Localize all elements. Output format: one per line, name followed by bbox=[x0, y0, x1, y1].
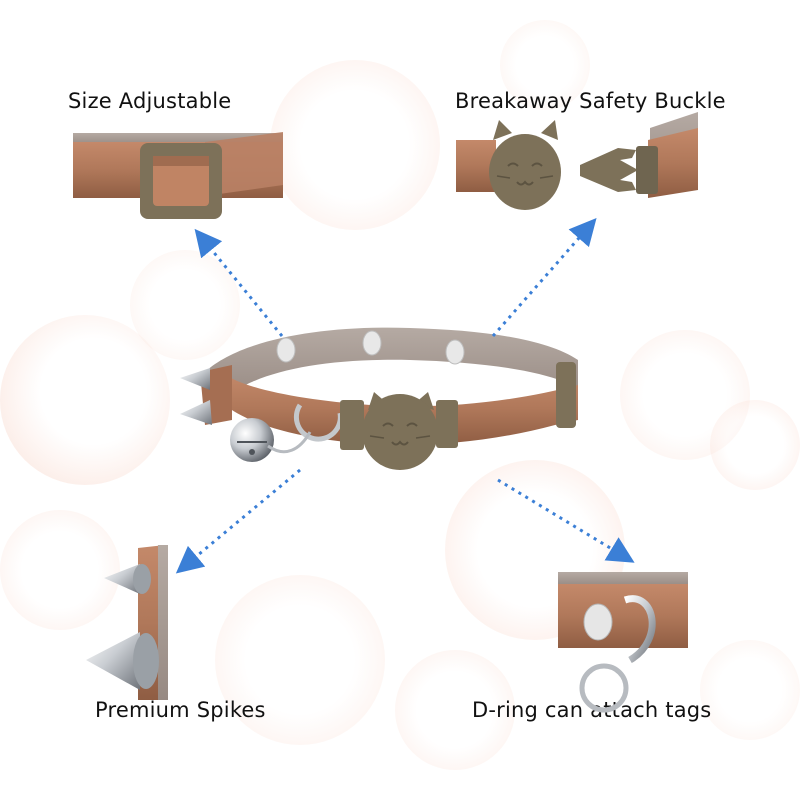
arrow-icon bbox=[194, 228, 284, 337]
rivet-icon bbox=[445, 339, 465, 365]
cat-face-buckle-icon bbox=[489, 120, 561, 210]
premium-spikes-detail bbox=[86, 545, 168, 700]
rivet-icon bbox=[276, 337, 296, 363]
d-ring-detail bbox=[558, 572, 688, 713]
breakaway-buckle-detail bbox=[456, 112, 698, 210]
arrow-icon bbox=[175, 468, 301, 574]
bell-icon bbox=[230, 418, 312, 462]
collar-main bbox=[180, 327, 578, 470]
callout-arrows bbox=[175, 217, 635, 574]
rivet-icon bbox=[362, 330, 382, 356]
label-d-ring: D-ring can attach tags bbox=[472, 698, 712, 722]
d-ring-icon bbox=[623, 595, 656, 664]
ring-icon bbox=[579, 663, 629, 713]
spike-icon bbox=[180, 368, 212, 425]
label-breakaway-buckle: Breakaway Safety Buckle bbox=[455, 89, 726, 113]
cat-face-buckle-icon bbox=[362, 392, 438, 470]
label-premium-spikes: Premium Spikes bbox=[95, 698, 266, 722]
label-size-adjustable: Size Adjustable bbox=[68, 89, 232, 113]
arrow-icon bbox=[497, 478, 635, 563]
size-adjustable-detail bbox=[73, 132, 283, 219]
arrow-icon bbox=[491, 217, 597, 337]
d-ring-icon bbox=[293, 403, 343, 442]
spike-icon bbox=[86, 564, 159, 690]
buckle-clip-icon bbox=[580, 146, 658, 194]
